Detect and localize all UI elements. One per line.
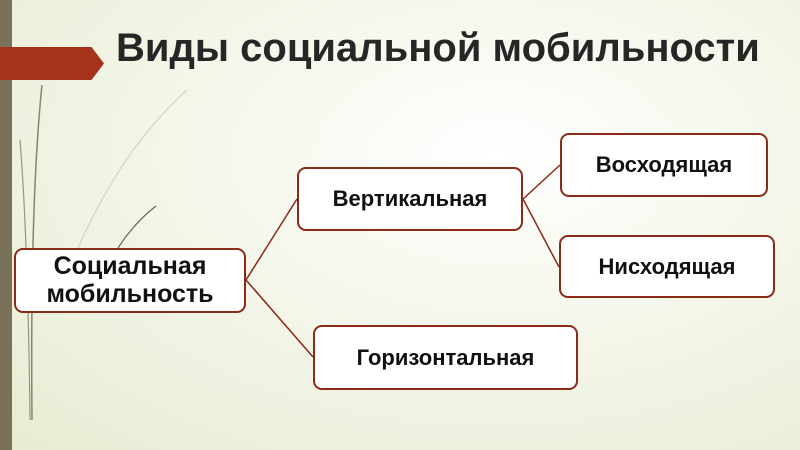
- node-label: Нисходящая: [598, 253, 736, 279]
- node-label: Восходящая: [595, 152, 733, 177]
- node-vertical: Вертикальная: [297, 167, 523, 231]
- node-label: Горизонтальная: [356, 344, 535, 370]
- left-decor-bar: [0, 0, 12, 450]
- connector-root-vertical: [245, 198, 298, 281]
- node-label-line1: Социальная: [53, 252, 207, 280]
- node-label: Вертикальная: [332, 186, 488, 211]
- page-title: Виды социальной мобильности: [116, 26, 760, 70]
- connector-vertical-ascending: [522, 164, 561, 200]
- connector-vertical-descending: [522, 198, 560, 268]
- connector-root-horizontal: [245, 279, 314, 358]
- node-ascending: Восходящая: [560, 133, 768, 197]
- node-descending: Нисходящая: [559, 235, 775, 298]
- node-horizontal: Горизонтальная: [313, 325, 578, 390]
- node-label-line2: мобильность: [46, 279, 214, 308]
- title-arrow-decoration: [0, 47, 104, 80]
